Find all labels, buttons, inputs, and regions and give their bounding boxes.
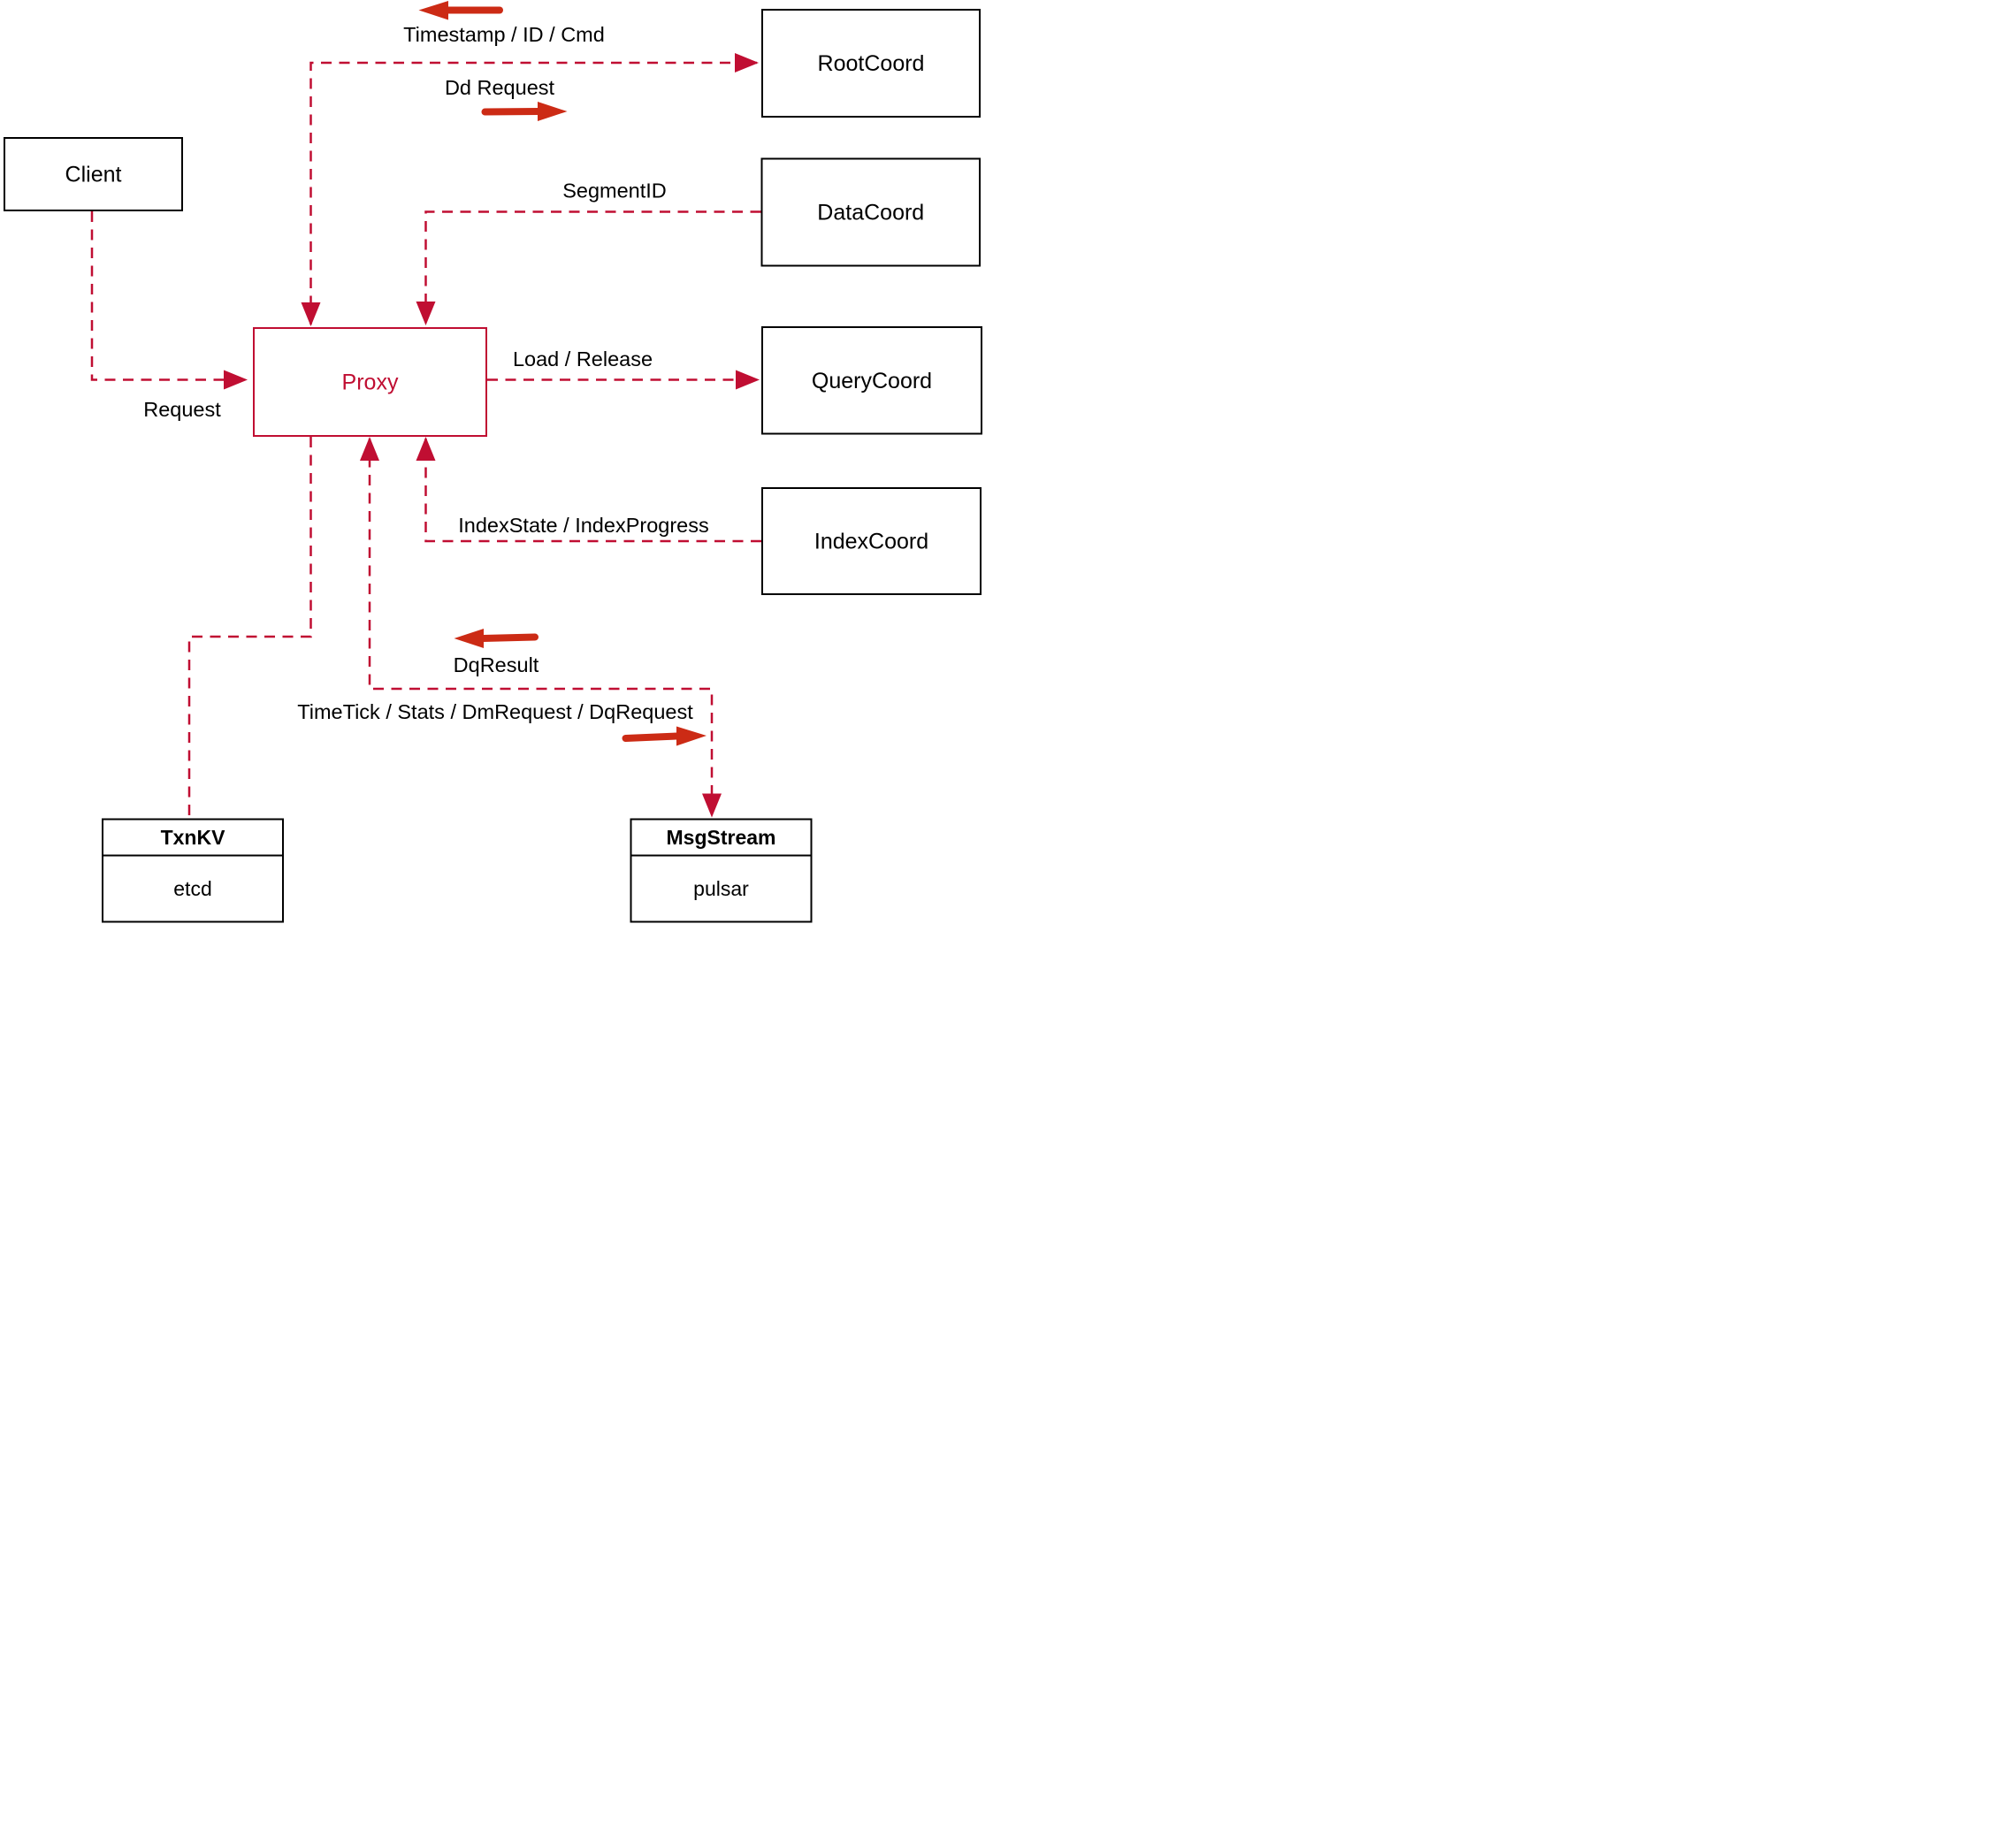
node-proxy: Proxy [253, 327, 487, 437]
edge-label-load-release: Load / Release [512, 347, 653, 371]
node-rootcoord-label: RootCoord [817, 50, 925, 76]
arrow-left-icon-timestamp [418, 1, 503, 20]
arrow-left-icon-dqresult [454, 629, 539, 648]
node-rootcoord: RootCoord [761, 9, 981, 118]
node-txnkv-subtitle: etcd [173, 877, 212, 900]
node-txnkv-title: TxnKV [103, 821, 282, 857]
node-querycoord-label: QueryCoord [811, 368, 933, 393]
connector-datacoord-proxy [416, 210, 761, 325]
edge-label-dq-result: DqResult [453, 653, 539, 677]
edge-label-dd-request: Dd Request [444, 75, 555, 100]
arrow-right-icon-timetick [622, 726, 707, 746]
node-client: Client [4, 137, 183, 211]
node-txnkv: TxnKV etcd [102, 818, 284, 923]
node-proxy-label: Proxy [341, 370, 399, 394]
connector-proxy-msgstream [360, 437, 722, 818]
edge-label-timestamp-id-cmd: Timestamp / ID / Cmd [403, 22, 605, 47]
node-client-label: Client [65, 162, 122, 187]
node-indexcoord-label: IndexCoord [814, 529, 929, 554]
diagram-viewport: Client RootCoord DataCoord QueryCoord In… [0, 0, 1004, 924]
node-querycoord: QueryCoord [761, 326, 982, 435]
node-datacoord-label: DataCoord [817, 200, 925, 225]
node-msgstream-subtitle: pulsar [693, 877, 749, 900]
node-indexcoord: IndexCoord [761, 487, 982, 595]
connector-layer [90, 1, 761, 819]
node-datacoord: DataCoord [760, 157, 981, 267]
node-msgstream-title: MsgStream [631, 821, 811, 857]
connector-client-proxy [90, 211, 248, 390]
edge-label-timetick-stats: TimeTick / Stats / DmRequest / DqRequest [297, 699, 693, 724]
node-msgstream: MsgStream pulsar [630, 818, 813, 923]
edge-label-segment-id: SegmentID [562, 179, 667, 202]
edge-label-index-state-progress: IndexState / IndexProgress [458, 513, 709, 538]
connector-proxy-txnkv [187, 437, 312, 819]
connector-proxy-rootcoord [301, 53, 759, 326]
proxy-architecture-diagram: Client RootCoord DataCoord QueryCoord In… [0, 0, 1004, 924]
arrow-right-icon-dd-request [481, 102, 568, 121]
edge-label-request: Request [143, 397, 221, 422]
